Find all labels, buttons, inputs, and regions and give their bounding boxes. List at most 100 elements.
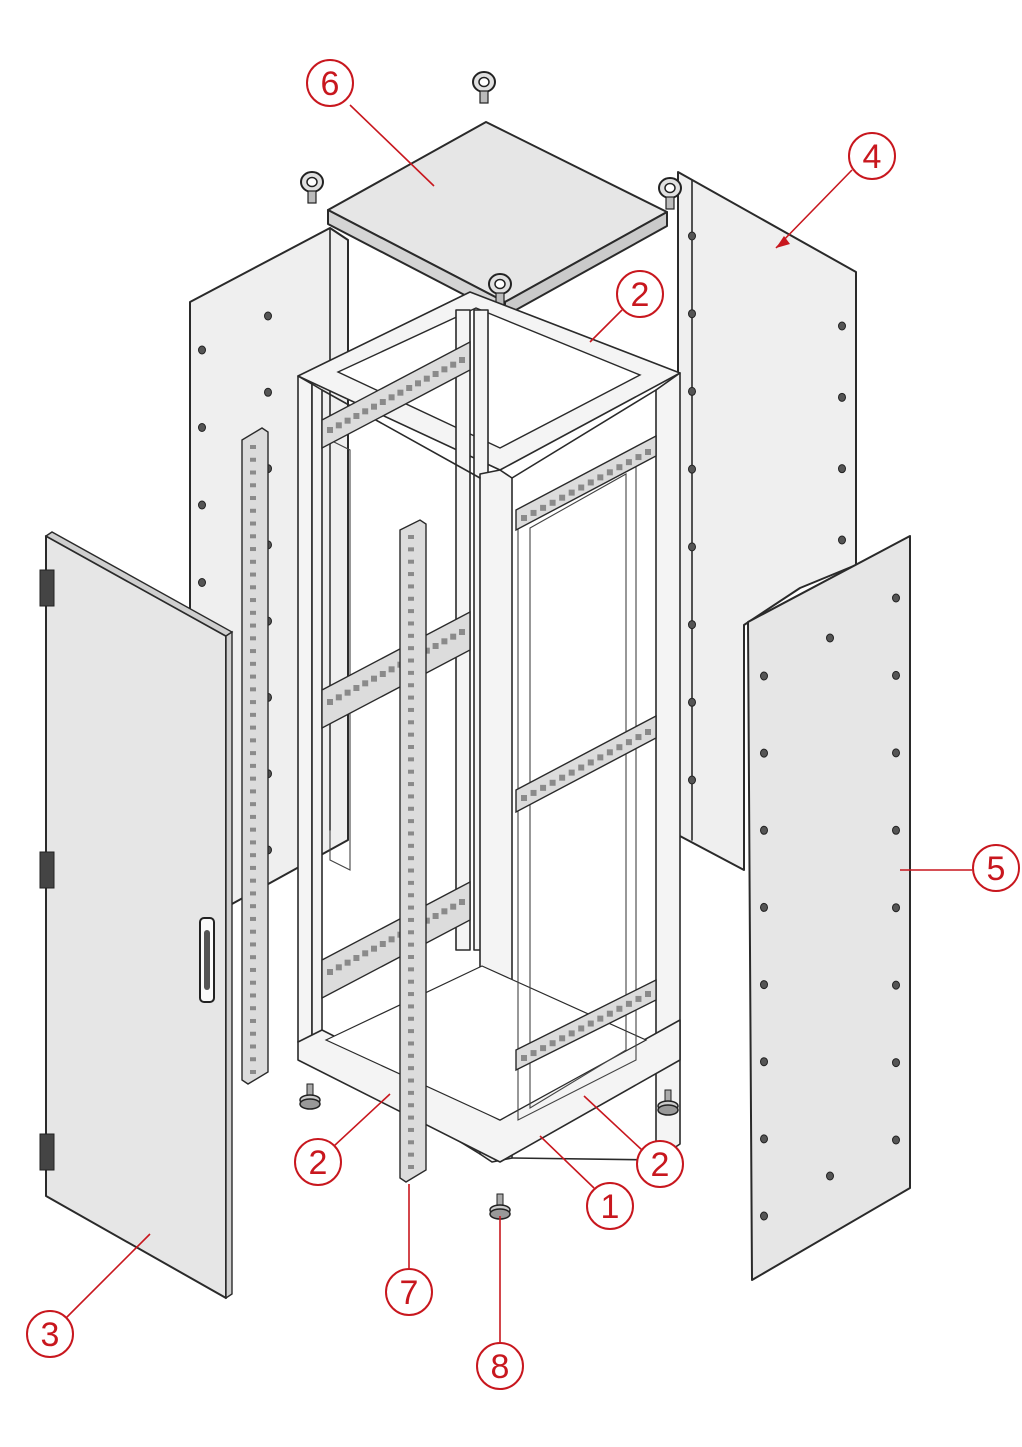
cross-rail-slot	[540, 504, 547, 511]
rail-slot	[408, 670, 414, 675]
cross-rail-slot	[441, 366, 448, 373]
callouts: 6 4 2 5 2 2 1 7 3	[26, 59, 1020, 1390]
cross-rail-slot	[597, 1015, 604, 1022]
cross-rail-slot	[379, 399, 386, 405]
rail-slot	[408, 1115, 414, 1120]
rail-slot	[250, 904, 256, 909]
rail-slot	[250, 853, 256, 858]
rail-slot	[250, 1018, 256, 1023]
cross-rail-slot	[353, 413, 360, 419]
rail-slot	[250, 496, 256, 501]
rail-slot	[408, 1029, 414, 1034]
cross-rail-slot	[344, 959, 351, 966]
cross-rail-slot	[635, 454, 642, 461]
cross-rail-slot	[379, 671, 386, 677]
rail-slot	[250, 865, 256, 870]
cross-rail-slot	[335, 422, 342, 429]
cross-rail-slot	[388, 394, 395, 401]
rail-slot	[250, 1006, 256, 1011]
cross-rail-slot	[645, 729, 651, 735]
cross-rail-slot	[344, 417, 351, 424]
callout-2a-leader	[589, 309, 623, 343]
cross-rail-slot	[415, 380, 421, 387]
rail-slot	[408, 1127, 414, 1132]
cross-rail-slot	[450, 361, 457, 368]
rail-slot	[250, 1057, 256, 1062]
mounting-hole	[688, 386, 696, 396]
mounting-hole	[826, 633, 834, 643]
mounting-rail-left	[241, 427, 269, 1085]
rail-slot	[250, 521, 256, 526]
rail-slot	[408, 609, 414, 614]
rail-slot	[408, 967, 414, 972]
cross-rail-slot	[549, 499, 556, 506]
rail-slot	[408, 1066, 414, 1071]
mounting-hole	[760, 1057, 768, 1067]
cross-rail-slot	[441, 908, 448, 915]
callout-3-circle	[26, 1310, 74, 1358]
eye-bolts	[300, 71, 682, 306]
cross-rail-slot	[540, 1045, 547, 1052]
top-cover	[327, 121, 668, 317]
cross-rail-slot	[635, 734, 642, 741]
cross-rail-slot	[521, 515, 527, 521]
cross-rail-slot	[335, 964, 342, 971]
cross-rail-slot	[344, 689, 351, 696]
mounting-hole	[198, 345, 206, 355]
rail-slot	[250, 508, 256, 513]
rail-slot	[408, 1053, 414, 1058]
mounting-hole	[688, 542, 696, 552]
callout-2c-label: 2	[651, 1146, 670, 1184]
rail-slot	[408, 843, 414, 848]
cross-rail-slot	[625, 459, 632, 466]
cross-rail-slot	[530, 1050, 537, 1057]
cross-rail-slot	[450, 903, 457, 910]
rail-slot	[408, 535, 414, 539]
callout-1-circle	[586, 1182, 634, 1230]
rail-slot	[250, 649, 256, 654]
cross-rail-slot	[371, 675, 377, 682]
cross-rail-slot	[521, 795, 527, 801]
cross-rail-slot	[432, 643, 439, 649]
cross-rail-slot	[423, 375, 430, 382]
right-face-cross-rails	[515, 434, 657, 1072]
mounting-hole	[838, 321, 846, 331]
cross-rail-slot	[423, 647, 430, 654]
cross-rail-slot	[597, 474, 604, 481]
rail-slot	[408, 893, 414, 898]
cross-rail-slot	[606, 1010, 613, 1017]
cross-rail-slot	[327, 699, 333, 705]
rail-slot	[408, 905, 414, 910]
cross-rail-slot	[335, 694, 342, 701]
rail-slot	[408, 596, 414, 601]
rail-slot	[250, 827, 256, 832]
rail-slot	[250, 445, 256, 449]
mounting-hole	[892, 748, 900, 758]
rail-slot	[250, 1044, 256, 1049]
callout-2b-leader	[333, 1093, 391, 1147]
callout-2a-circle	[616, 270, 664, 318]
mounting-hole	[892, 825, 900, 835]
cross-rail-slot	[432, 371, 439, 377]
rail-slot	[250, 916, 256, 921]
rail-slot	[250, 840, 256, 845]
cross-rail-slot	[616, 1005, 623, 1012]
cross-rail-slot	[530, 509, 537, 516]
rail-slot	[408, 745, 414, 749]
mounting-hole	[826, 1171, 834, 1181]
rail-slot	[250, 789, 256, 794]
rail-slot	[408, 572, 414, 577]
cross-rail-slot	[616, 464, 623, 471]
rail-slot	[408, 1140, 414, 1145]
rail-slot	[408, 683, 414, 688]
rail-slot	[408, 695, 414, 700]
cross-rail-slot	[327, 427, 333, 433]
cross-rail-slot	[441, 638, 448, 645]
mounting-hole	[760, 1134, 768, 1144]
cross-rail-slot	[388, 936, 395, 943]
cross-rail-slot	[578, 484, 585, 491]
rail-slot	[250, 687, 256, 692]
rail-slot	[250, 534, 256, 539]
callout-6-circle	[306, 59, 354, 107]
rail-slot	[408, 1041, 414, 1046]
